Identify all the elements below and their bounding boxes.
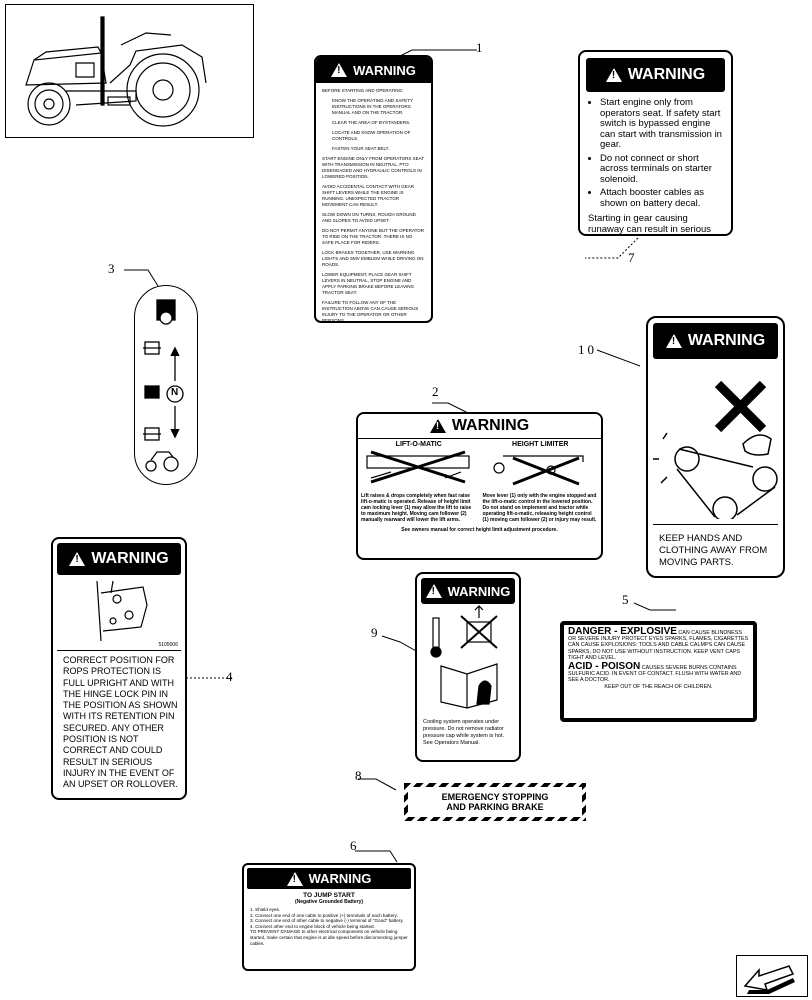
decal1-item: LOCATE AND KNOW OPERATION OF CONTROLS.	[332, 130, 411, 141]
acid-poison-text: CAUSES SEVERE BURNS CONTAINS SULFURIC AC…	[568, 665, 742, 684]
decal1-item: DO NOT PERMIT ANYONE BUT THE OPERATOR TO…	[322, 228, 425, 245]
callout-1: 1	[476, 40, 483, 55]
warning-header: WARNING	[247, 868, 411, 889]
next-page-arrow-icon	[743, 965, 795, 994]
jump-start-title: TO JUMP START	[303, 892, 355, 899]
warning-triangle-icon	[331, 63, 348, 77]
warning-header: WARNING	[316, 57, 431, 83]
emergency-stopping-line1: EMERGENCY STOPPING	[441, 792, 549, 802]
callout-9: 9	[371, 625, 378, 640]
decal-lift-warning: WARNING LIFT-O-MATIC Lift raises & drops…	[356, 412, 603, 560]
decal9-text: Cooling system operates under pressure. …	[423, 719, 505, 746]
emergency-stopping-line2: AND PARKING BRAKE	[446, 802, 544, 812]
callout-6: 6	[350, 838, 357, 853]
decal1-item: LOCK BRAKES TOGETHER, USE WARNING LIGHTS…	[322, 250, 424, 267]
acid-poison-title: ACID - POISON	[568, 661, 641, 673]
decal-battery-danger: DANGER - EXPLOSIVE CAN CAUSE BLINDNESS O…	[560, 621, 757, 722]
decal-start-warning: WARNING Start engine only from operators…	[578, 50, 733, 236]
decal1-item: SLOW DOWN ON TURNS, ROUGH GROUND AND SLO…	[322, 212, 416, 223]
neutral-label: N	[171, 387, 179, 398]
jump-start-step: 4. Connect other end to engine block of …	[250, 923, 375, 929]
decal7-bullet: Start engine only from operators seat. I…	[600, 97, 723, 151]
decal2-footer: See owners manual for correct height lim…	[401, 527, 558, 533]
decal-gear-control: N	[134, 285, 198, 485]
danger-explosive-text: CAN CAUSE BLINDNESS OR SEVERE INJURY PRO…	[568, 630, 749, 661]
gear-control-icons	[143, 299, 184, 472]
height-limiter-icon	[492, 455, 584, 486]
callout-10: 10	[578, 342, 597, 357]
tractor-thumbnail	[5, 4, 254, 138]
decal7-footer: Starting in gear causing runaway can res…	[588, 213, 712, 235]
decal10-text: KEEP HANDS AND CLOTHING AWAY FROM MOVING…	[653, 524, 778, 569]
height-limiter-text: Move lever (1) only with the engine stop…	[482, 493, 597, 523]
warning-triangle-icon	[665, 334, 682, 348]
decal-operating-warning: WARNING BEFORE STARTING AND OPERATING: K…	[314, 55, 433, 323]
decal-rops-warning: WARNING 5105006 CORRECT POSITION FOR ROP…	[51, 537, 187, 800]
danger-explosive-title: DANGER - EXPLOSIVE	[568, 626, 677, 637]
warning-triangle-icon	[429, 419, 446, 433]
decal7-bullet: Do not connect or short across terminals…	[600, 153, 723, 186]
decal1-item: AVOID ACCIDENTAL CONTACT WITH GEAR SHIFT…	[322, 184, 415, 207]
decal1-item: START ENGINE ONLY FROM OPERATORS SEAT WI…	[322, 156, 425, 179]
tractor-thumbnail-icon	[25, 16, 207, 127]
height-limiter-label: HEIGHT LIMITER	[512, 441, 569, 448]
jump-start-step: TO PREVENT DAMAGE to other electrical co…	[250, 929, 408, 946]
radiator-hand-icon	[430, 605, 498, 709]
decal4-text: CORRECT POSITION FOR ROPS PROTECTION IS …	[63, 655, 178, 790]
decal1-item: FASTEN YOUR SEAT BELT.	[332, 146, 390, 151]
decal-moving-parts: WARNING KEEP HANDS AND CLOTHING AWAY FRO…	[646, 316, 785, 578]
jump-start-subtitle: (Negative Grounded Battery)	[294, 899, 364, 905]
next-page-button[interactable]	[736, 955, 808, 997]
lift-o-matic-text: Lift raises & drops completely when fast…	[361, 493, 472, 523]
callout-4: 4	[226, 669, 233, 684]
jump-start-step: 1. Shield eyes.	[250, 907, 281, 912]
warning-header: WARNING	[358, 414, 601, 439]
decal1-item: KNOW THE OPERATING AND SAFETY INSTRUCTIO…	[332, 98, 413, 115]
callout-3: 3	[108, 261, 115, 276]
decal1-item: CLEAR THE AREA OF BYSTANDERS.	[332, 120, 411, 125]
jump-start-step: 3. Connect one end of other cable to neg…	[250, 918, 404, 924]
decal1-item: BEFORE STARTING AND OPERATING:	[322, 88, 404, 93]
acid-poison-footer: KEEP OUT OF THE REACH OF CHILDREN.	[604, 683, 713, 690]
rops-code: 5105006	[158, 642, 178, 648]
decal1-item: FAILURE TO FOLLOW ANY OF THE INSTRUCTION…	[322, 300, 419, 323]
warning-triangle-icon	[425, 584, 442, 598]
callout-7: 7	[628, 250, 635, 265]
rops-hinge-icon	[96, 580, 148, 642]
lift-o-matic-label: LIFT-O-MATIC	[395, 441, 442, 448]
decal-emergency-brake: EMERGENCY STOPPING AND PARKING BRAKE	[404, 783, 586, 821]
decal7-bullet: Attach booster cables as shown on batter…	[600, 187, 723, 209]
decal-cooling-warning: WARNING Cooling system operates under pr…	[415, 572, 521, 762]
warning-triangle-icon	[69, 552, 86, 566]
decal-jump-start: WARNING TO JUMP START (Negative Grounded…	[242, 863, 416, 971]
warning-header: WARNING	[586, 58, 725, 92]
jump-start-step: 2. Connect one end of one cable to posit…	[250, 912, 398, 918]
warning-triangle-icon	[605, 68, 622, 82]
belt-hand-icon	[653, 380, 778, 522]
decal1-item: LOWER EQUIPMENT, PLACE GEAR SHIFT LEVERS…	[322, 272, 414, 295]
callout-5: 5	[622, 592, 629, 607]
warning-header: WARNING	[653, 323, 778, 359]
warning-triangle-icon	[286, 871, 303, 886]
warning-header: WARNING	[57, 543, 181, 575]
callout-8: 8	[355, 768, 362, 783]
lift-o-matic-icon	[366, 450, 470, 484]
callout-2: 2	[432, 384, 439, 399]
warning-header: WARNING	[421, 578, 515, 604]
